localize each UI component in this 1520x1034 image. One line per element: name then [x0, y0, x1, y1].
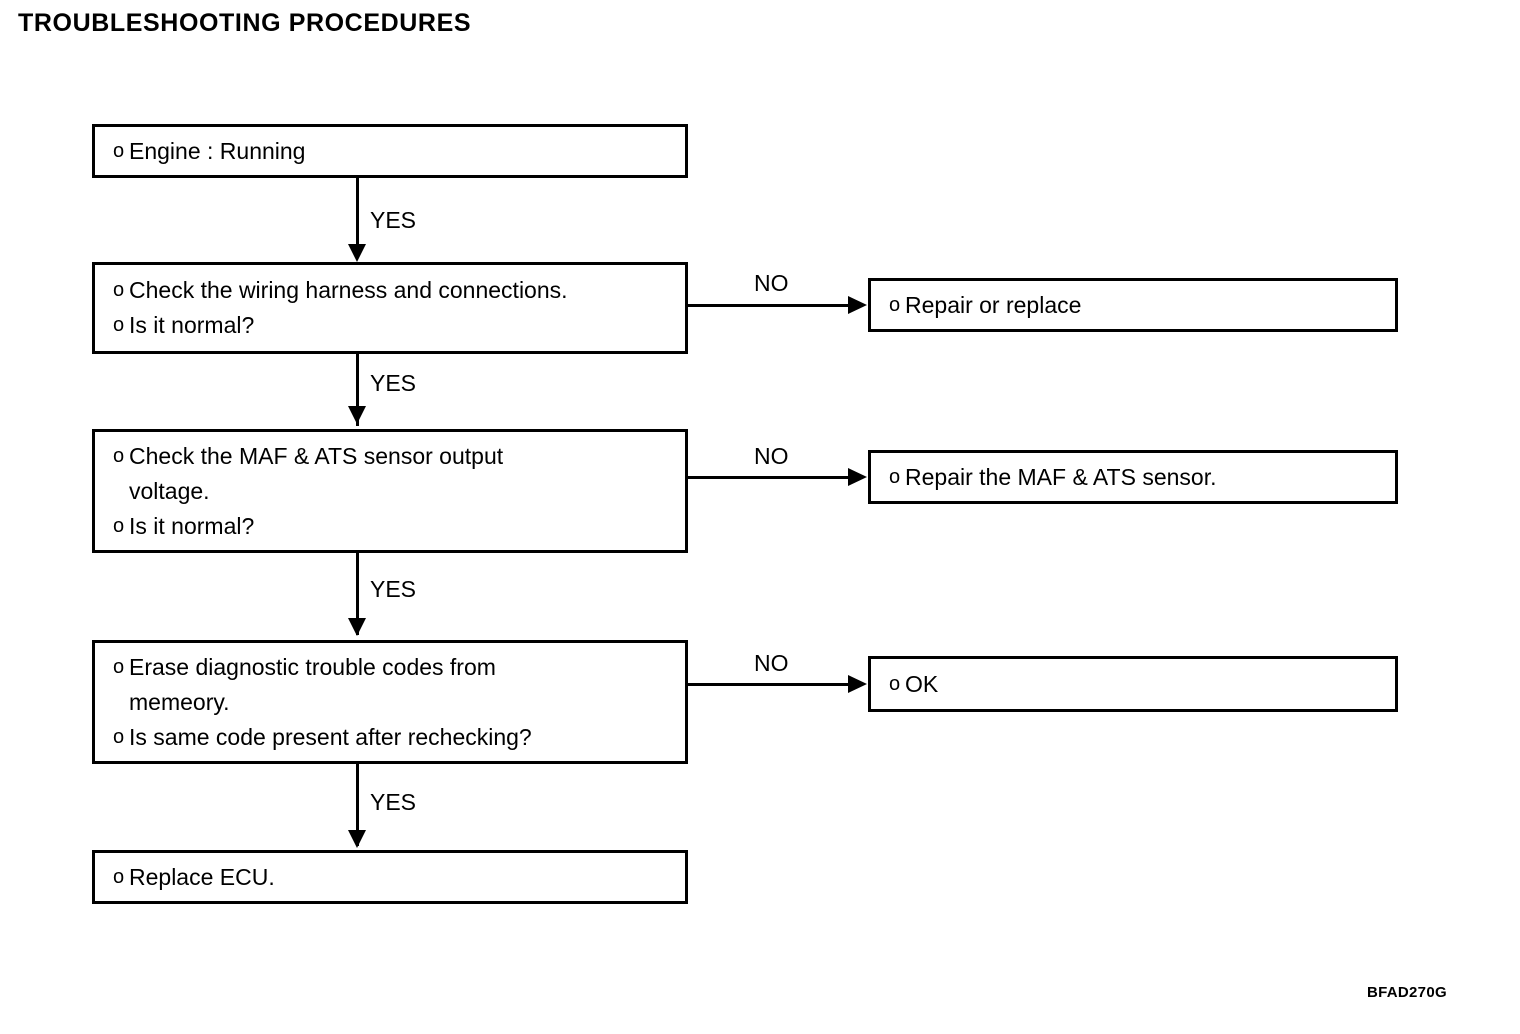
box-line: o Is it normal?: [95, 509, 685, 544]
bullet-icon: o: [113, 314, 125, 336]
box-line: o Check the MAF & ATS sensor output volt…: [95, 439, 685, 509]
box-text: Erase diagnostic trouble codes from meme…: [129, 653, 496, 715]
box-line: o Erase diagnostic trouble codes from me…: [95, 650, 685, 720]
box-text: Replace ECU.: [129, 863, 275, 890]
box-text: Is it normal?: [129, 312, 255, 338]
step-box-check-maf-ats-voltage: o Check the MAF & ATS sensor output volt…: [92, 429, 688, 553]
box-line: o Replace ECU.: [95, 860, 685, 895]
bullet-icon: o: [113, 725, 125, 748]
edge-label-yes: YES: [370, 207, 417, 233]
box-text: Check the MAF & ATS sensor output voltag…: [129, 442, 504, 504]
step-box-replace-ecu: o Replace ECU.: [92, 850, 688, 904]
connector-line: [356, 354, 359, 426]
bullet-icon: o: [113, 514, 125, 537]
step-box-check-wiring-harness: o Check the wiring harness and connectio…: [92, 262, 688, 354]
arrow-right-icon: [848, 296, 867, 314]
box-text: Check the wiring harness and connections…: [129, 277, 568, 303]
connector-line: [356, 553, 359, 635]
arrow-down-icon: [348, 830, 366, 848]
connector-line: [688, 304, 850, 307]
edge-label-yes: YES: [370, 789, 417, 815]
box-line: o Check the wiring harness and connectio…: [95, 273, 685, 308]
box-line: o Is it normal?: [95, 308, 685, 343]
outcome-box-repair-maf-ats-sensor: o Repair the MAF & ATS sensor.: [868, 450, 1398, 504]
arrow-down-icon: [348, 244, 366, 262]
step-box-erase-trouble-codes: o Erase diagnostic trouble codes from me…: [92, 640, 688, 764]
bullet-icon: o: [113, 655, 125, 678]
bullet-icon: o: [113, 444, 125, 467]
bullet-icon: o: [889, 672, 901, 695]
bullet-icon: o: [113, 279, 125, 301]
figure-code-label: BFAD270G: [1367, 984, 1447, 1001]
step-box-engine-running: o Engine : Running: [92, 124, 688, 178]
box-line: o Is same code present after rechecking?: [95, 720, 685, 755]
arrow-right-icon: [848, 675, 867, 693]
box-text: Repair or replace: [905, 291, 1082, 318]
box-line: o OK: [871, 667, 1395, 702]
bullet-icon: o: [113, 139, 125, 162]
box-text: Engine : Running: [129, 137, 306, 164]
arrow-down-icon: [348, 618, 366, 636]
box-text: Repair the MAF & ATS sensor.: [905, 463, 1217, 490]
bullet-icon: o: [889, 465, 901, 488]
edge-label-yes: YES: [370, 370, 417, 396]
box-line: o Repair the MAF & ATS sensor.: [871, 460, 1395, 495]
connector-line: [688, 683, 850, 686]
arrow-down-icon: [348, 406, 366, 424]
arrow-right-icon: [848, 468, 867, 486]
bullet-icon: o: [889, 293, 901, 316]
outcome-box-ok: o OK: [868, 656, 1398, 712]
box-line: o Engine : Running: [95, 134, 685, 169]
bullet-icon: o: [113, 865, 125, 888]
edge-label-no: NO: [754, 443, 789, 469]
connector-line: [356, 764, 359, 846]
connector-line: [688, 476, 850, 479]
page-title: TROUBLESHOOTING PROCEDURES: [18, 9, 472, 37]
edge-label-no: NO: [754, 650, 789, 676]
outcome-box-repair-or-replace: o Repair or replace: [868, 278, 1398, 332]
box-text: OK: [905, 670, 939, 697]
edge-label-yes: YES: [370, 576, 417, 602]
edge-label-no: NO: [754, 270, 789, 296]
box-line: o Repair or replace: [871, 288, 1395, 323]
connector-line: [356, 178, 359, 250]
box-text: Is it normal?: [129, 512, 255, 539]
box-text: Is same code present after rechecking?: [129, 723, 532, 750]
